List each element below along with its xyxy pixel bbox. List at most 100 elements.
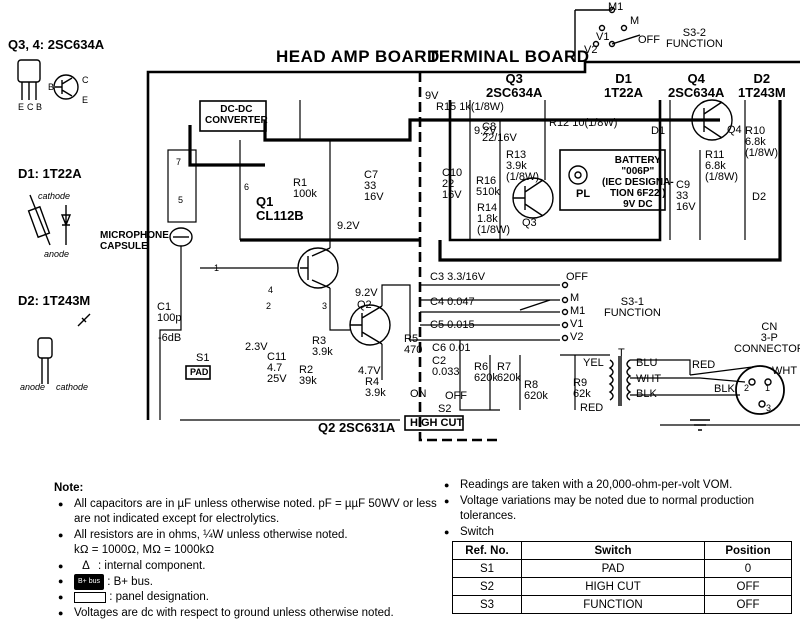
note-capacitors: All capacitors are in µF unless otherwis… xyxy=(58,497,438,528)
c10-label: C10 22 16V xyxy=(442,167,463,201)
d1-legend-cathode: cathode xyxy=(38,191,71,201)
q4-transistor-symbol xyxy=(691,99,733,141)
q2-transistor-symbol xyxy=(349,304,391,346)
s3-1-m1-label: M1 xyxy=(570,305,586,317)
note-panel-text: : panel designation. xyxy=(109,591,209,604)
signal-wires xyxy=(159,100,800,426)
note-units: kΩ = 1000Ω, MΩ = 1000kΩ xyxy=(74,544,215,556)
cell-switch: PAD xyxy=(521,559,705,578)
q4-label: Q4 xyxy=(727,124,742,136)
node-2: 2 xyxy=(266,301,272,311)
mic-label: MICROPHONE CAPSULE xyxy=(100,230,169,252)
c11-label: C11 4.7 25V xyxy=(267,351,287,385)
q2-label: Q2 xyxy=(357,299,372,311)
s2-label: S2 xyxy=(438,403,452,415)
battery-box xyxy=(559,149,666,211)
note-switch: Switch xyxy=(444,525,794,541)
ground-symbols xyxy=(690,419,710,431)
sw-m1-label: M1 xyxy=(608,1,624,13)
r14-label: R14 1.8k (1/8W) xyxy=(477,202,510,236)
c2-label: C2 0.033 xyxy=(432,355,460,378)
d2-legend-title: D2: 1T243M xyxy=(18,293,91,308)
r9-label: R9 62k xyxy=(573,377,591,400)
notes-right: Readings are taken with a 20,000-ohm-per… xyxy=(444,478,794,540)
q34-pin-c: C xyxy=(27,102,34,112)
high-cut-panel-label: HIGH CUT xyxy=(410,417,464,429)
note-variations: Voltage variations may be noted due to n… xyxy=(444,494,794,525)
s3-1-off-label: OFF xyxy=(566,271,588,283)
dcdc-label: DC-DC CONVERTER xyxy=(205,104,268,126)
d1-legend-symbol xyxy=(27,194,72,246)
sw-off-label: OFF xyxy=(638,34,660,46)
cell-ref: S1 xyxy=(452,559,522,578)
cell-switch: FUNCTION xyxy=(521,595,705,614)
col-position: Position xyxy=(704,541,792,560)
q34-sym-pin-e: E xyxy=(82,95,89,105)
note-voltages: Voltages are dc with respect to ground u… xyxy=(58,606,438,622)
s2-off-label: OFF xyxy=(445,390,467,402)
cell-position: OFF xyxy=(704,577,792,596)
q1-voltage: 9.2V xyxy=(337,220,360,232)
cell-switch: HIGH CUT xyxy=(521,577,705,596)
d2-label: D2 xyxy=(752,191,767,203)
d1-legend-anode: anode xyxy=(44,249,70,259)
r1-label: R1 100k xyxy=(293,177,317,200)
c8-label: C8 22/16V xyxy=(482,121,517,144)
schematic-drawing xyxy=(17,6,800,442)
q3-transistor-symbol xyxy=(512,177,554,219)
r6-label: R6 620k xyxy=(474,361,498,384)
wht-wire-label: WHT xyxy=(636,373,662,385)
q1-label: Q1 CL112B xyxy=(256,194,304,223)
c6-label: C6 0.01 xyxy=(432,342,471,354)
blu-wire-label: BLU xyxy=(636,357,658,369)
cell-position: OFF xyxy=(704,595,792,614)
q2-emitter-voltage: 4.7V xyxy=(358,365,381,377)
v92-terminal-label: 9.2V xyxy=(474,125,497,137)
panel-box-symbol xyxy=(74,591,106,603)
r10-label: R10 6.8k (1/8W) xyxy=(745,125,778,159)
table-row: S3 FUNCTION OFF xyxy=(452,595,792,614)
r13-label: R13 3.9k (1/8W) xyxy=(506,149,539,183)
col-ref: Ref. No. xyxy=(452,541,522,560)
cell-position: 0 xyxy=(704,559,792,578)
board-outlines xyxy=(146,60,800,442)
d1-title: D1 1T22A xyxy=(604,71,644,100)
d2-title: D2 1T243M xyxy=(738,71,786,100)
notes-left: Note: All capacitors are in µF unless ot… xyxy=(54,481,438,622)
q3-title: Q3 2SC634A xyxy=(486,71,543,100)
node-3: 3 xyxy=(322,301,328,311)
s2-on-label: ON xyxy=(410,388,427,400)
notes-title: Note: xyxy=(54,482,84,494)
r5-label: R5 470 xyxy=(404,333,423,356)
blk-wire-right-label: BLK xyxy=(714,383,735,395)
note-resistors: All resistors are in ohms, ¼W unless oth… xyxy=(58,528,438,544)
cn-connector-symbol xyxy=(735,365,785,415)
q34-legend-symbol xyxy=(17,59,79,100)
d2-legend-cathode: cathode xyxy=(56,382,89,392)
battery-label: BATTERY "006P" (IEC DESIGNA- TION 6F22 )… xyxy=(602,155,674,210)
q34-sym-pin-b: B xyxy=(48,82,55,92)
s3-1-switch-symbol xyxy=(519,281,569,342)
pl-label: PL xyxy=(576,188,591,200)
q1-fet-symbol xyxy=(297,247,339,289)
note-bplus-text: : B+ bus. xyxy=(107,575,153,588)
node-1: 1 xyxy=(214,263,220,273)
sw-v2-label: V2 xyxy=(584,44,598,56)
pad-db-label: -6dB xyxy=(158,332,182,344)
q1-bias-voltage: 2.3V xyxy=(245,341,268,353)
q2-title: Q2 2SC631A xyxy=(318,420,396,435)
r2-label: R2 39k xyxy=(299,364,317,387)
bplus-bus xyxy=(188,100,782,262)
node-7: 7 xyxy=(176,157,182,167)
terminal-board-title: TERMINAL BOARD xyxy=(428,47,590,66)
c4-label: C4 0.047 xyxy=(430,296,475,308)
r4-label: R4 3.9k xyxy=(365,376,386,399)
r12-label: R12 10(1/8W) xyxy=(549,117,618,129)
node-4: 4 xyxy=(268,285,274,295)
c1-label: C1 100p xyxy=(157,301,182,324)
note-readings: Readings are taken with a 20,000-ohm-per… xyxy=(444,478,794,494)
s3-2-switch-symbol xyxy=(574,6,641,62)
sw-m-label: M xyxy=(630,15,640,27)
s3-1-v2-label: V2 xyxy=(570,331,584,343)
